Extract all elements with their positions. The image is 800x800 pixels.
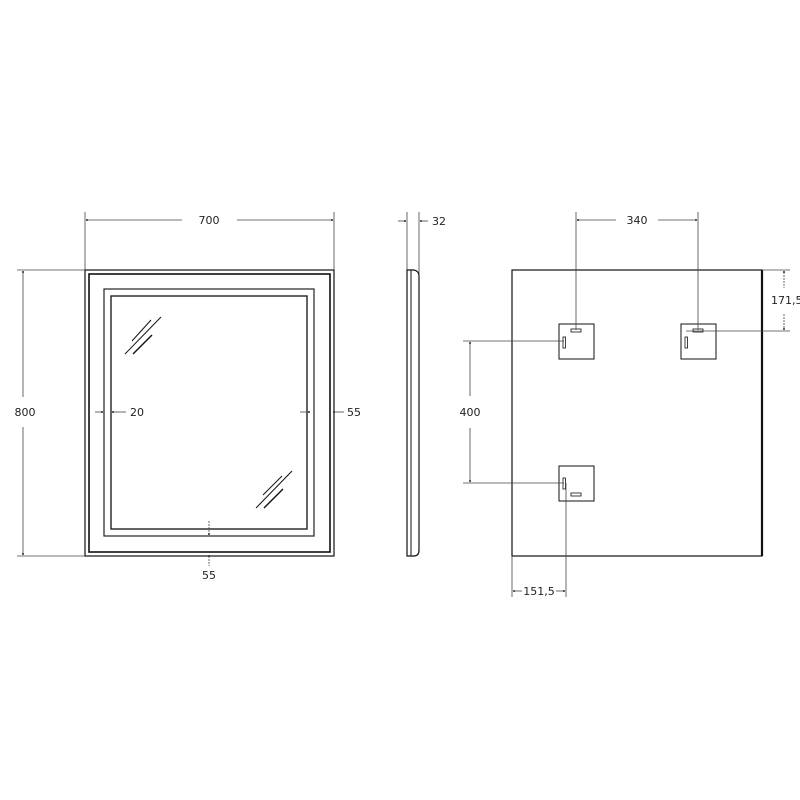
height-dimension-label: 800: [15, 406, 36, 419]
back-view: 340 171,5 400 151,5: [460, 212, 800, 598]
side-view: 32: [398, 212, 446, 557]
top-offset-label: 171,5: [771, 294, 800, 307]
bottom-frame-label: 55: [202, 569, 216, 582]
side-frame-label: 55: [347, 406, 361, 419]
width-dimension-label: 700: [199, 214, 220, 227]
side-profile: [406, 269, 420, 557]
inner-gap-label: 20: [130, 406, 144, 419]
hanger-top-left: [558, 323, 595, 360]
outer-frame: [84, 269, 335, 557]
glass-reflection-icon: [124, 316, 293, 509]
hanger-bottom: [558, 465, 595, 502]
outer-frame-inner-edge: [88, 273, 331, 553]
hanger-top-right: [680, 323, 717, 360]
left-offset-label: 151,5: [523, 585, 555, 598]
back-panel: [511, 269, 763, 557]
front-view: 700 800 20 55 55: [15, 212, 361, 582]
inner-frame: [103, 288, 315, 537]
vertical-spacing-label: 400: [460, 406, 481, 419]
hanger-spacing-label: 340: [627, 214, 648, 227]
depth-dimension-label: 32: [432, 215, 446, 228]
